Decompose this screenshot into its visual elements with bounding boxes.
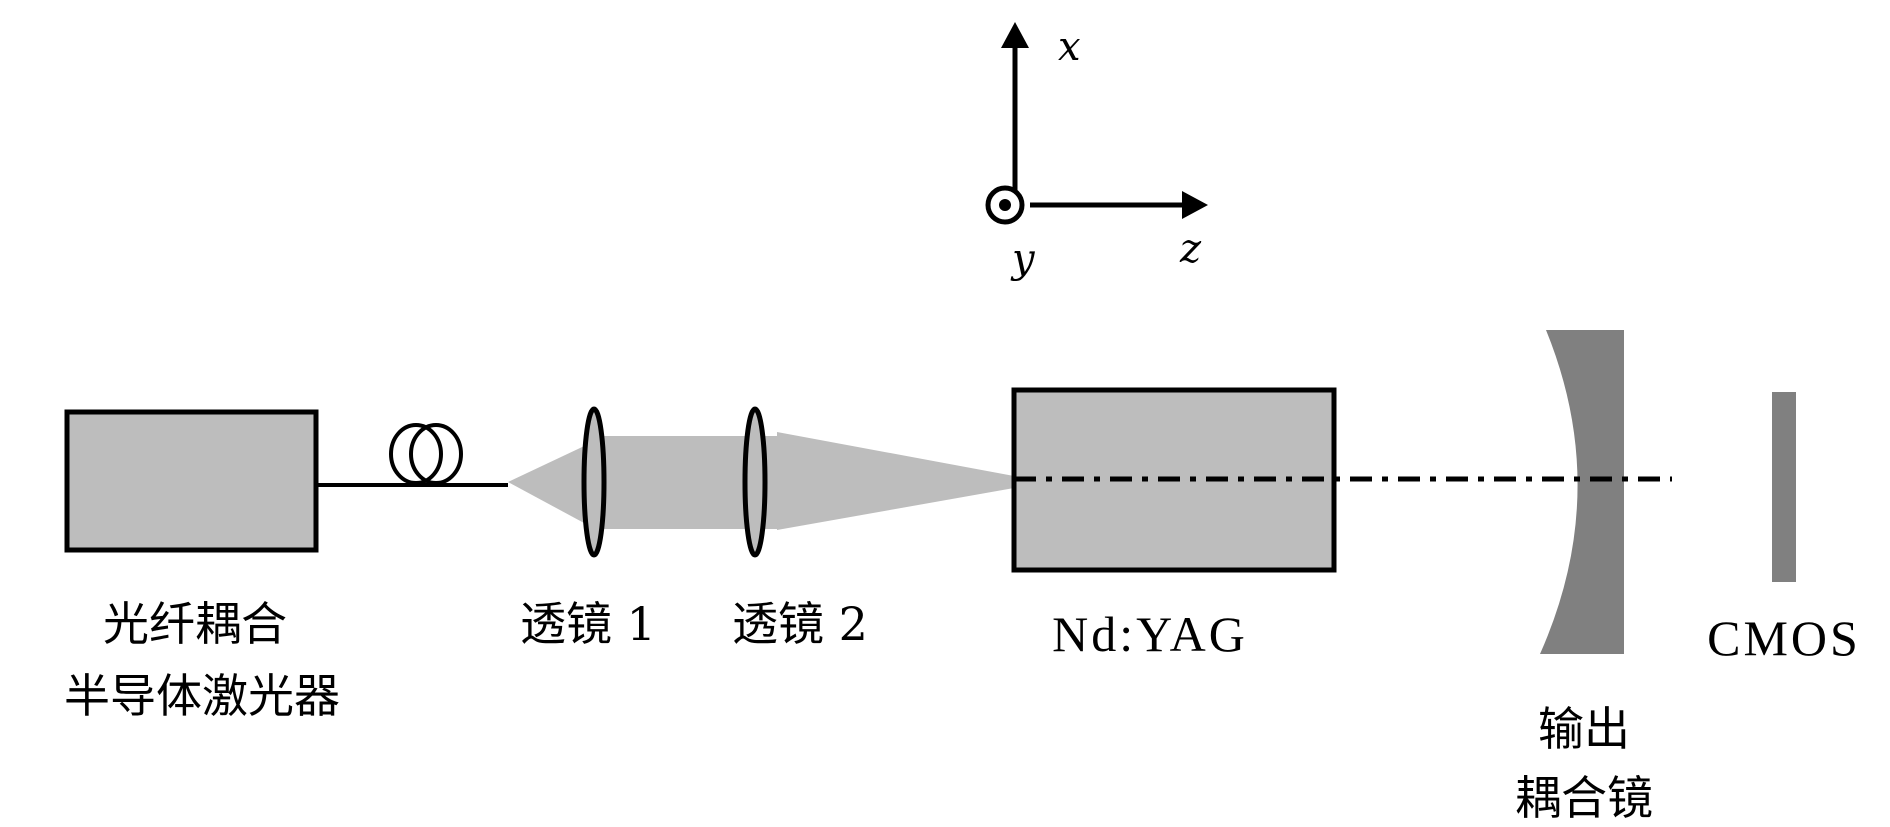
coordinate-axes: x y z [985, 22, 1208, 282]
output-coupler-label-line1: 输出 [1538, 702, 1630, 756]
lens-2 [742, 406, 768, 558]
y-axis-label: y [1010, 236, 1036, 282]
cmos-label: CMOS [1707, 610, 1861, 666]
focusing-beam [777, 432, 1014, 530]
fiber-coupled-laser-diode [64, 409, 319, 553]
laser-diode-box [64, 409, 319, 553]
output-coupler-mirror [1540, 330, 1624, 654]
z-axis-label: z [1179, 226, 1202, 272]
output-coupler-label-line2: 耦合镜 [1515, 771, 1653, 825]
fiber-coil-loop-1 [389, 423, 443, 485]
x-axis-arrowhead [1001, 22, 1029, 48]
lens-1 [581, 406, 607, 558]
nd-yag-label: Nd:YAG [1052, 606, 1248, 662]
x-axis-label: x [1058, 24, 1081, 70]
y-axis-dot [999, 199, 1011, 211]
laser-diode-label-line1: 光纤耦合 [103, 597, 287, 651]
fiber-coil-loop-2 [409, 423, 463, 485]
lens-1-label: 透镜 1 [520, 597, 656, 651]
optical-fiber [316, 423, 508, 487]
cmos-sensor [1772, 392, 1796, 582]
lens-2-label: 透镜 2 [732, 597, 868, 651]
diverging-beam [508, 440, 597, 530]
laser-diode-label-line2: 半导体激光器 [64, 669, 340, 723]
z-axis-arrowhead [1182, 191, 1208, 219]
